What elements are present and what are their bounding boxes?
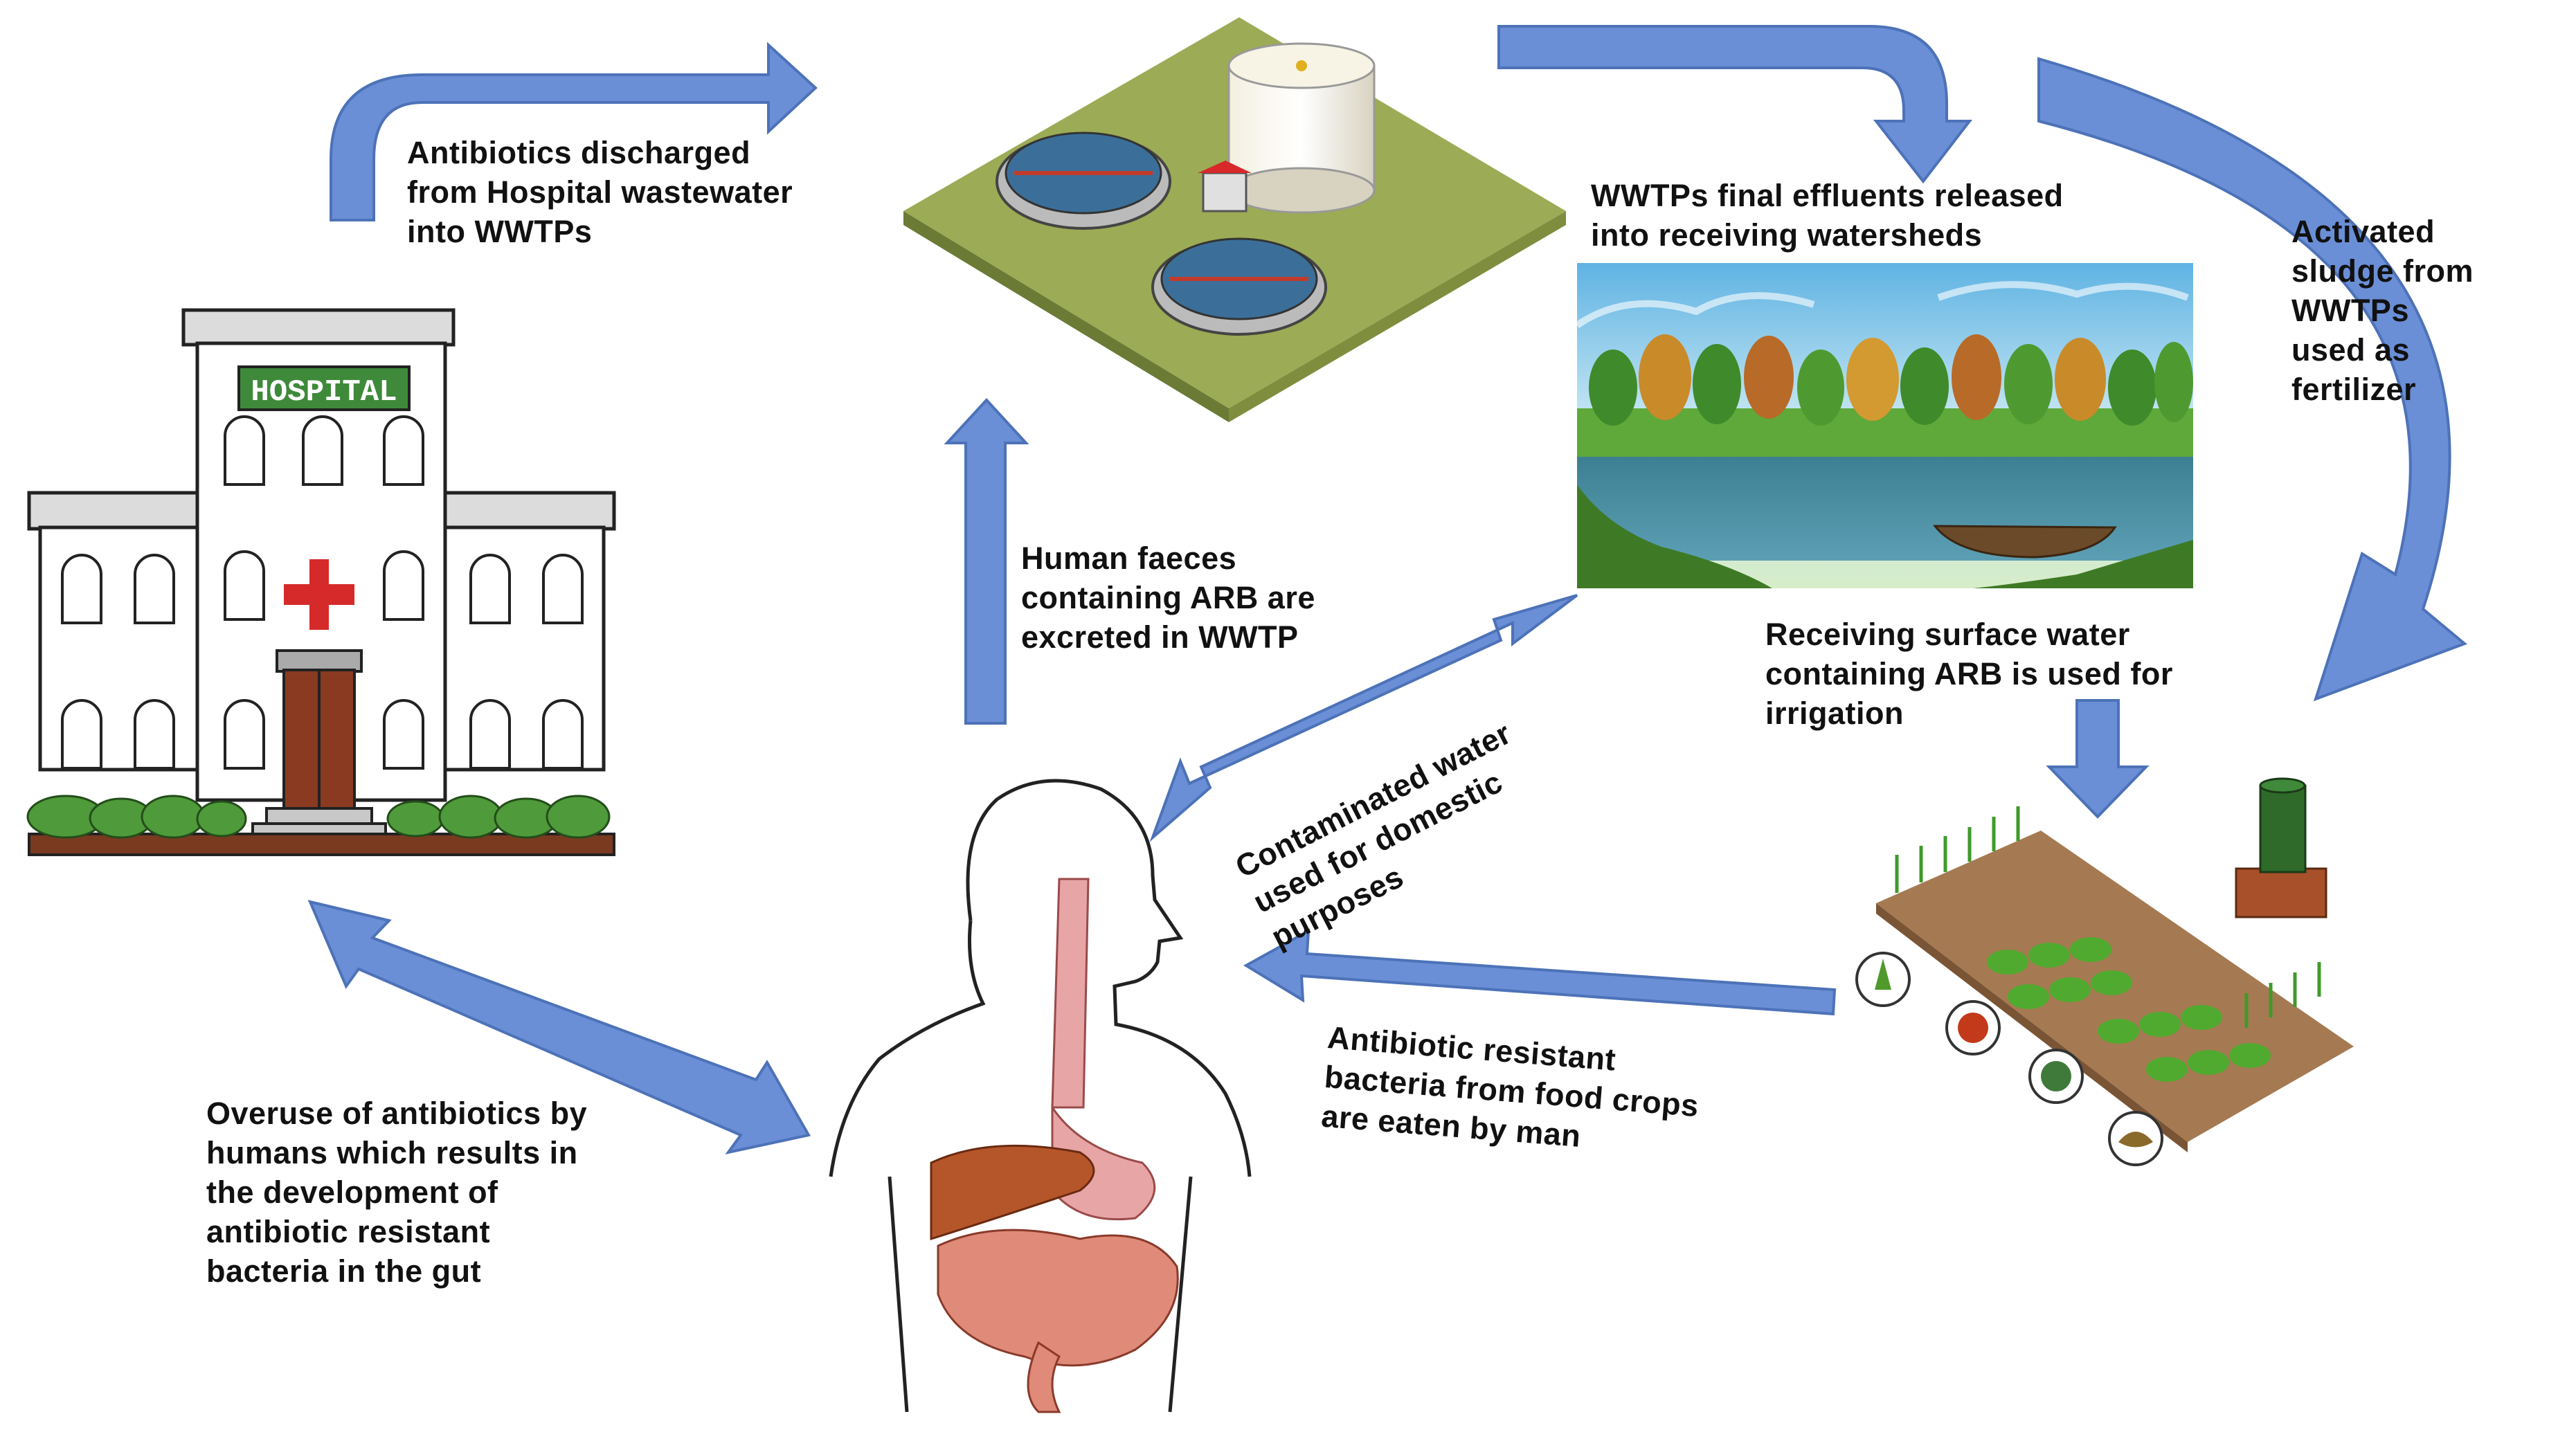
crop-plants bbox=[1987, 937, 2271, 1082]
label-hospital-to-wwtp: Antibiotics discharged from Hospital was… bbox=[407, 135, 793, 249]
label-faeces: Human faeces containing ARB are excreted… bbox=[1021, 541, 1315, 655]
colon bbox=[1027, 1341, 1061, 1413]
arrow-wwtp-to-watershed bbox=[1497, 25, 1973, 184]
hospital-sign bbox=[237, 365, 411, 411]
hospital-door bbox=[276, 649, 363, 810]
boat-icon bbox=[1932, 525, 2117, 559]
hedge bbox=[26, 795, 611, 839]
arrow-irrigation-to-crops bbox=[2046, 699, 2150, 819]
cabbage-icon bbox=[2041, 1061, 2071, 1091]
arrow-hospital-to-wwtp bbox=[330, 42, 818, 221]
label-overuse: Overuse of antibiotics by humans which r… bbox=[206, 1096, 588, 1289]
tree-line bbox=[1589, 334, 2193, 426]
wwtp-illustration bbox=[903, 17, 1566, 422]
arrows bbox=[307, 25, 2467, 1155]
arrow-faeces-to-wwtp bbox=[944, 398, 1029, 725]
control-building bbox=[1198, 161, 1252, 212]
red-cross-icon bbox=[284, 559, 354, 630]
clarifier-tank-2 bbox=[1151, 237, 1327, 336]
arrow-sludge-to-crops bbox=[2037, 57, 2467, 702]
digester-tank bbox=[1227, 42, 1376, 214]
potato-icon bbox=[2118, 1132, 2153, 1148]
label-irrigation: Receiving surface water containing ARB i… bbox=[1765, 617, 2173, 731]
label-sludge: Activated sludge from WWTPs used as fert… bbox=[2291, 214, 2474, 407]
intestines bbox=[937, 1229, 1179, 1367]
arrow-hospital-human-double bbox=[307, 900, 811, 1155]
arrow-crops-to-human bbox=[1243, 928, 1837, 1016]
clarifier-tank-1 bbox=[996, 132, 1171, 230]
human-digestive-illustration bbox=[829, 779, 1252, 1413]
human-outline bbox=[829, 779, 1252, 1413]
hospital-windows bbox=[61, 415, 584, 770]
onion-icon bbox=[1875, 959, 1891, 990]
hospital-illustration: HOSPITAL bbox=[26, 308, 616, 856]
watershed-landscape bbox=[1575, 263, 2193, 588]
hospital-sign-text: HOSPITAL bbox=[251, 375, 397, 410]
arrow-watershed-human-double bbox=[1149, 594, 1578, 842]
crop-rows bbox=[1895, 806, 2321, 1028]
tomato-icon bbox=[1958, 1013, 1988, 1043]
crop-field-illustration bbox=[1855, 777, 2354, 1166]
water-tank bbox=[2235, 777, 2327, 918]
esophagus bbox=[1051, 878, 1090, 1109]
label-effluents: WWTPs final effluents released into rece… bbox=[1591, 178, 2064, 253]
liver bbox=[930, 1144, 1095, 1241]
